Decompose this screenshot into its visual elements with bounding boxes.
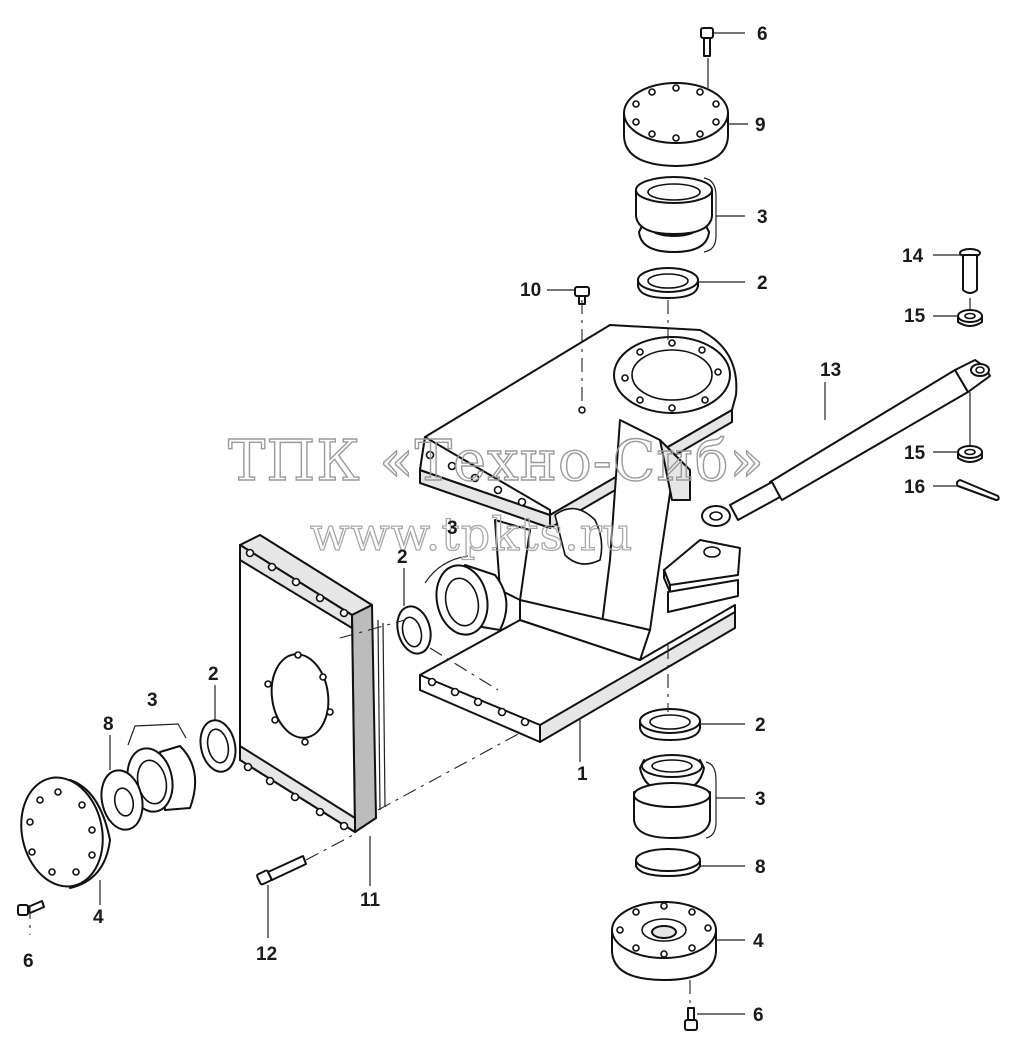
callout-2-left: 2 (208, 664, 219, 685)
callout-6-top: 6 (757, 24, 768, 45)
callout-3-top: 3 (757, 207, 768, 228)
callout-10: 10 (520, 280, 541, 301)
washer-15-mid (957, 445, 983, 463)
callout-14: 14 (902, 246, 924, 267)
end-cap-4-left-holes (26, 788, 96, 876)
seal-ring-2-center (396, 605, 432, 655)
callout-2-right: 2 (755, 715, 766, 736)
seal-ring-2-left (199, 719, 237, 773)
callout-3-left: 3 (147, 690, 158, 711)
mounting-plate-top-holes (245, 548, 349, 618)
bolt-12 (256, 855, 307, 886)
cover-plate-9-bolt-holes (632, 84, 720, 142)
end-cap-4-left (20, 776, 111, 889)
callout-15-mid: 15 (904, 443, 926, 464)
callout-4-right: 4 (753, 931, 764, 952)
callout-2-top: 2 (757, 273, 768, 294)
callout-8-right: 8 (755, 857, 766, 878)
bolt-6-left (17, 900, 45, 916)
spacer-8-bottom (635, 848, 701, 877)
callout-13: 13 (820, 360, 841, 381)
bolt-6-top (700, 27, 714, 57)
mounting-plate-bottom-holes (243, 762, 349, 831)
base-edge-holes (427, 677, 530, 727)
bearing-3-top (635, 176, 713, 253)
mounting-plate-11 (239, 534, 386, 833)
end-cap-4-bottom-holes (616, 902, 712, 958)
callout-6-right: 6 (753, 1005, 764, 1026)
callout-12: 12 (256, 944, 277, 965)
callout-3-right: 3 (755, 789, 766, 810)
callout-1: 1 (577, 764, 588, 785)
washer-15-top (957, 309, 983, 327)
cotter-pin-16 (955, 479, 1000, 501)
callout-2-center: 2 (397, 547, 408, 568)
callout-3-center: 3 (447, 518, 458, 539)
hydraulic-cylinder-13 (701, 359, 991, 527)
main-frame-1 (419, 324, 741, 743)
bearing-3-bottom (633, 754, 711, 839)
watermark-company: ТПК «Техно-Сиб» (228, 429, 765, 494)
end-cap-4-bottom (611, 901, 717, 981)
top-bore-bolt-holes (621, 339, 722, 412)
callout-9: 9 (755, 115, 766, 136)
callout-6-left: 6 (23, 951, 34, 972)
bearing-3-center (435, 564, 508, 636)
callout-11: 11 (360, 890, 381, 911)
callout-16: 16 (904, 477, 925, 498)
seal-ring-2-bottom (639, 708, 701, 741)
seal-ring-2-top (637, 267, 699, 299)
watermark-url: www.tpkts.ru (310, 507, 633, 561)
cover-plate-9 (623, 82, 729, 167)
mounting-plate-bore-holes (264, 651, 334, 746)
spacer-8-left (100, 769, 144, 831)
bolt-6-bottom (684, 1007, 698, 1031)
callout-8-left: 8 (103, 714, 114, 735)
top-plate-edge-holes (425, 450, 527, 507)
callout-15-top: 15 (904, 306, 926, 327)
pin-14 (959, 248, 981, 294)
callout-4-left: 4 (93, 907, 104, 928)
